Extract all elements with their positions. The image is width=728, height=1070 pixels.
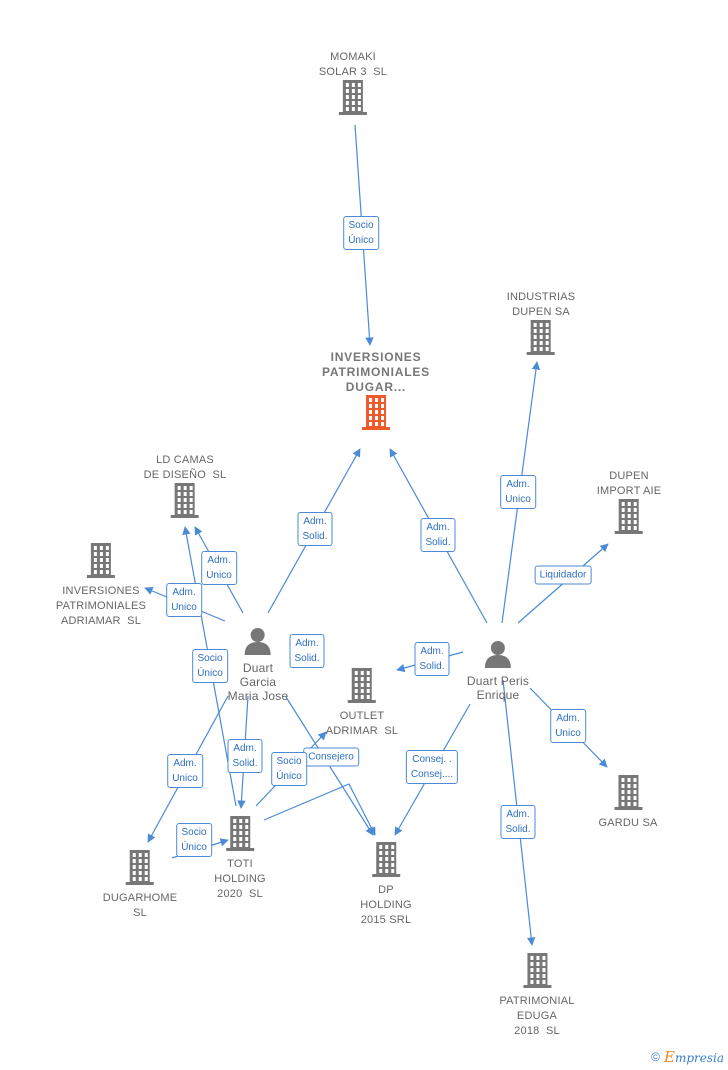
edge-label-duart_garcia-to-dugarhome[interactable]: Adm. Unico	[167, 754, 203, 788]
node-dupen_import[interactable]: DUPEN IMPORT AIE	[597, 469, 662, 540]
node-dugarhome[interactable]: DUGARHOME SL	[103, 850, 178, 921]
node-label: INVERSIONES PATRIMONIALES ADRIAMAR SL	[55, 585, 147, 627]
edge-label-duart_garcia-to-ld_camas[interactable]: Adm. Unico	[201, 551, 237, 585]
building-icon	[169, 483, 201, 524]
edge-label-duart_peris-to-gardu[interactable]: Adm. Unico	[550, 709, 586, 743]
node-inv_adriamar[interactable]: INVERSIONES PATRIMONIALES ADRIAMAR SL	[56, 543, 146, 629]
building-icon	[85, 543, 117, 584]
node-toti[interactable]: TOTI HOLDING 2020 SL	[214, 816, 266, 902]
node-label: Duart Peris Enrique	[466, 674, 530, 702]
person-icon	[483, 639, 513, 674]
edge-label-duart_peris-to-inversiones_dugar[interactable]: Adm. Solid.	[420, 518, 456, 552]
building-icon	[337, 80, 369, 121]
edge-label-duart_peris-to-outlet[interactable]: Adm. Solid.	[414, 642, 450, 676]
building-icon	[613, 499, 645, 540]
node-gardu[interactable]: GARDU SA	[598, 775, 657, 831]
node-label: LD CAMAS DE DISEÑO SL	[143, 454, 227, 481]
building-icon	[370, 842, 402, 883]
building-icon	[612, 775, 644, 816]
node-label: OUTLET ADRIMAR SL	[325, 710, 399, 737]
edge-label-toti-to-outlet[interactable]: Consejero	[303, 747, 359, 767]
edge-label-duart_garcia-to-inv_adriamar[interactable]: Adm. Unico	[166, 583, 202, 617]
copyright-icon: ©	[651, 1050, 660, 1064]
node-duart_garcia[interactable]: Duart Garcia Maria Jose	[228, 626, 289, 703]
node-label: PATRIMONIAL EDUGA 2018 SL	[499, 995, 575, 1037]
building-icon	[224, 816, 256, 857]
brand-logo[interactable]: Empresia	[663, 1048, 724, 1066]
node-ld_camas[interactable]: LD CAMAS DE DISEÑO SL	[144, 453, 227, 524]
edge-label-duart_peris-to-industrias_dupen[interactable]: Adm. Unico	[500, 475, 536, 509]
edge-label-duart_garcia-to-inversiones_dugar[interactable]: Adm. Solid.	[297, 512, 333, 546]
person-icon	[243, 626, 273, 661]
building-icon	[521, 953, 553, 994]
node-label: TOTI HOLDING 2020 SL	[214, 858, 266, 900]
node-label: INVERSIONES PATRIMONIALES DUGAR...	[322, 350, 430, 394]
building-icon	[360, 395, 392, 436]
building-icon	[525, 320, 557, 361]
node-label: INDUSTRIAS DUPEN SA	[506, 291, 576, 318]
node-momaki[interactable]: MOMAKI SOLAR 3 SL	[319, 50, 387, 121]
edge-label-duart_peris-to-dupen_import[interactable]: Liquidador	[534, 565, 592, 585]
node-duart_peris[interactable]: Duart Peris Enrique	[467, 639, 529, 702]
node-outlet[interactable]: OUTLET ADRIMAR SL	[326, 668, 399, 739]
building-icon	[124, 850, 156, 891]
edge-label-momaki-to-inversiones_dugar[interactable]: Socio Único	[343, 216, 379, 250]
node-patrimonial_eduga[interactable]: PATRIMONIAL EDUGA 2018 SL	[499, 953, 574, 1039]
edge-label-duart_peris-to-patrimonial_eduga[interactable]: Adm. Solid.	[500, 805, 536, 839]
edge-toti-to-dp_holding	[263, 783, 376, 836]
edge-label-dugarhome-to-toti[interactable]: Socio Único	[176, 823, 212, 857]
node-label: DUPEN IMPORT AIE	[596, 470, 662, 497]
node-label: MOMAKI SOLAR 3 SL	[318, 51, 388, 78]
node-label: DUGARHOME SL	[102, 892, 178, 919]
edge-label-duart_garcia-to-toti[interactable]: Adm. Solid.	[227, 739, 263, 773]
edge-label-duart_garcia-to-dp_holding[interactable]: Adm. Solid.	[289, 634, 325, 668]
building-icon	[346, 668, 378, 709]
node-dp_holding[interactable]: DP HOLDING 2015 SRL	[360, 842, 412, 928]
node-label: Duart Garcia Maria Jose	[227, 661, 289, 703]
edge-label-duart_peris-to-dp_holding[interactable]: Consej. . Consej....	[405, 750, 459, 784]
edge-label-toti-to-dp_holding[interactable]: Socio Único	[271, 752, 307, 786]
edge-label-toti-to-ld_camas[interactable]: Socio Único	[192, 649, 228, 683]
node-industrias_dupen[interactable]: INDUSTRIAS DUPEN SA	[507, 290, 576, 361]
node-label: GARDU SA	[598, 817, 658, 829]
node-inversiones_dugar[interactable]: INVERSIONES PATRIMONIALES DUGAR...	[322, 350, 430, 436]
footer: © Empresia	[651, 1048, 724, 1066]
node-label: DP HOLDING 2015 SRL	[360, 884, 412, 926]
